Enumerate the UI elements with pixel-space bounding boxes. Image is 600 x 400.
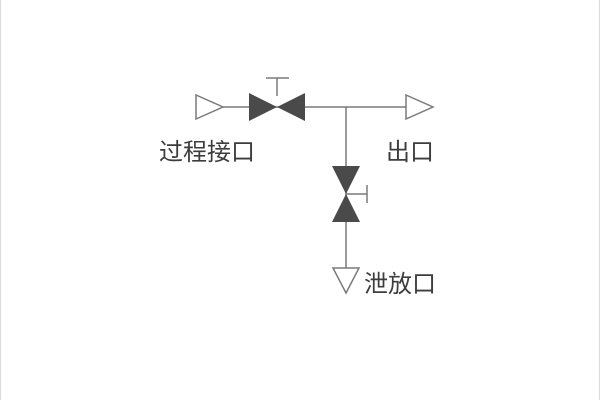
vent-arrow-icon — [331, 267, 361, 295]
process-port-arrow-icon — [195, 93, 225, 121]
vent-valve-icon — [332, 166, 360, 222]
valve-bodies — [249, 93, 360, 222]
diagram-labels: 过程接口 出口 泄放口 — [159, 139, 436, 298]
outlet-arrow-icon — [405, 93, 435, 121]
pipe-lines — [195, 77, 435, 295]
outlet-label: 出口 — [386, 139, 434, 166]
isolation-valve-icon — [249, 93, 305, 121]
vent-port-label: 泄放口 — [364, 271, 436, 298]
process-port-label: 过程接口 — [159, 139, 255, 166]
